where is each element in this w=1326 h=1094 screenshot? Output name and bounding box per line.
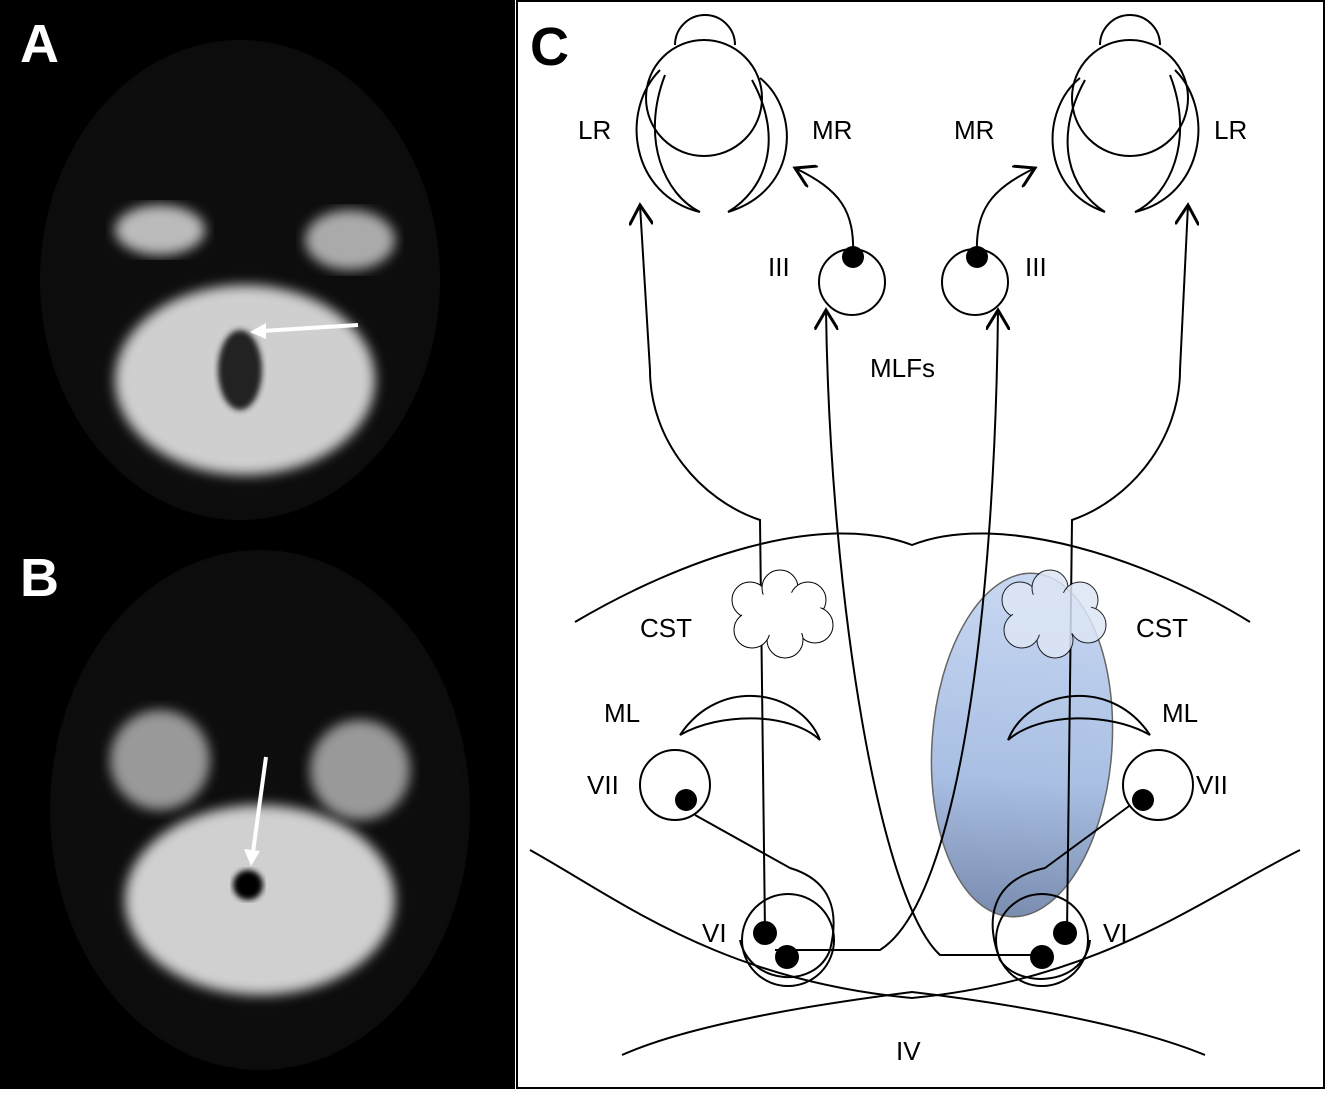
mri-axial-a bbox=[40, 40, 440, 520]
panel-label-c: C bbox=[530, 17, 569, 77]
left-ml bbox=[679, 694, 821, 741]
brainstem-diagram: C bbox=[515, 0, 1326, 1089]
mri-images: A B bbox=[20, 14, 470, 1070]
panel-label-a: A bbox=[20, 14, 59, 74]
label-right-cst: CST bbox=[1136, 613, 1188, 643]
right-eye bbox=[1051, 14, 1200, 213]
label-right-vi: VI bbox=[1103, 918, 1128, 948]
label-left-lr: LR bbox=[578, 115, 611, 145]
label-left-ml: ML bbox=[604, 698, 640, 728]
left-vii-nucleus bbox=[639, 749, 711, 821]
label-iv: IV bbox=[896, 1036, 921, 1066]
label-mlfs: MLFs bbox=[870, 353, 935, 383]
label-left-iii: III bbox=[768, 252, 790, 282]
label-left-vii: VII bbox=[587, 770, 619, 800]
label-right-iii: III bbox=[1025, 252, 1047, 282]
arrow-a bbox=[261, 323, 359, 333]
label-right-lr: LR bbox=[1214, 115, 1247, 145]
label-right-mr: MR bbox=[954, 115, 994, 145]
right-vii-nucleus bbox=[1122, 749, 1194, 821]
label-left-cst: CST bbox=[640, 613, 692, 643]
left-vi-nucleus bbox=[741, 893, 835, 987]
mri-panels: A B bbox=[0, 0, 515, 1089]
panel-label-b: B bbox=[20, 548, 59, 608]
mri-axial-b bbox=[50, 550, 470, 1070]
right-vi-nucleus bbox=[995, 893, 1089, 987]
left-cst-cloud bbox=[731, 569, 834, 659]
label-right-vii: VII bbox=[1196, 770, 1228, 800]
right-ml bbox=[1007, 694, 1151, 741]
label-left-mr: MR bbox=[812, 115, 852, 145]
right-cst-cloud bbox=[1001, 569, 1107, 659]
left-eye bbox=[635, 14, 788, 213]
diagram-svg: C bbox=[516, 0, 1325, 1089]
arrow-b bbox=[251, 756, 268, 853]
label-right-ml: ML bbox=[1162, 698, 1198, 728]
label-left-vi: VI bbox=[702, 918, 727, 948]
